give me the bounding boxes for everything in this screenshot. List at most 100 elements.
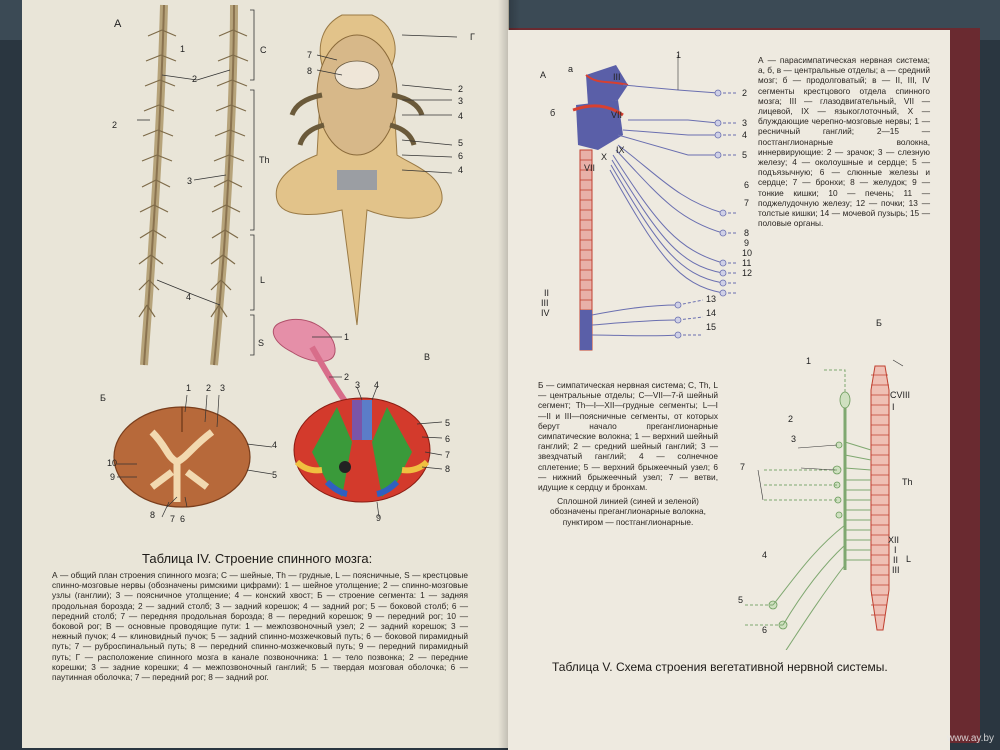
label-b5: 5	[272, 470, 278, 480]
label-g4b: 4	[458, 165, 464, 175]
r-label-4: 4	[742, 130, 748, 140]
label-S: S	[258, 338, 265, 348]
label-g3: 3	[458, 96, 464, 106]
label-g6: 6	[458, 151, 464, 161]
label-b6: 6	[180, 514, 186, 524]
r-label-s6: 6	[762, 625, 768, 635]
table-v-title: Таблица V. Схема строения вегетативной н…	[552, 660, 888, 674]
table-iv-title: Таблица IV. Строение спинного мозга:	[142, 551, 373, 566]
legend-sympathetic-text: Б — симпатическая нервная система; С, Th…	[538, 380, 718, 493]
r-label-7: 7	[744, 198, 750, 208]
label-B: Б	[100, 393, 106, 403]
label-A: А	[114, 18, 122, 30]
label-a2b: 2	[192, 74, 198, 84]
r-label-Th: Th	[902, 477, 913, 487]
label-v9: 9	[376, 513, 382, 523]
r-label-I: I	[892, 402, 895, 412]
r-label-LII: II	[893, 555, 899, 565]
r-label-L: L	[906, 554, 912, 564]
label-a4: 4	[186, 292, 192, 302]
label-b8: 8	[150, 510, 156, 520]
label-b9: 9	[110, 472, 116, 482]
legend-parasympathetic: А — парасимпатическая нервная система; а…	[758, 55, 930, 228]
left-page: А C Th L S 1 2 2 3 4 Г 7 8 2 3 4 5 6 4	[22, 0, 509, 748]
r-label-2: 2	[742, 88, 748, 98]
label-v6: 6	[445, 434, 451, 444]
r-label-12: 12	[742, 268, 753, 278]
label-C: C	[260, 45, 267, 55]
r-label-6: 6	[744, 180, 750, 190]
r-label-s2: 2	[788, 414, 794, 424]
table-iv-caption: А — общий план строения спинного мозга; …	[52, 570, 468, 682]
right-page: А а III б VII IX X VII II III IV 1 2 3 4…	[508, 30, 950, 750]
label-L: L	[260, 275, 266, 285]
label-G: Г	[470, 32, 475, 42]
r-label-VII2: VII	[584, 163, 596, 173]
label-a2: 2	[112, 120, 118, 130]
r-label-s5: 5	[738, 595, 744, 605]
r-label-A: А	[540, 70, 547, 80]
r-label-s7: 7	[740, 462, 746, 472]
r-label-10: 10	[742, 248, 753, 258]
r-label-VII: VII	[611, 110, 623, 120]
conduction-pathways-section	[272, 318, 443, 518]
r-label-5: 5	[742, 150, 748, 160]
r-label-X: X	[601, 152, 608, 162]
r-label-LI: I	[894, 545, 897, 555]
r-label-LIII: III	[892, 565, 900, 575]
label-a3: 3	[187, 176, 193, 186]
r-label-3: 3	[742, 118, 748, 128]
watermark: www.ay.by	[946, 733, 994, 744]
r-label-9: 9	[744, 238, 750, 248]
label-Th: Th	[259, 155, 270, 165]
segment-cross-section	[113, 394, 273, 518]
r-label-8: 8	[744, 228, 750, 238]
r-label-III: III	[613, 72, 621, 82]
label-a1: 1	[180, 44, 186, 54]
r-label-s3: 3	[791, 434, 797, 444]
r-label-b: б	[550, 108, 556, 118]
label-g4: 4	[458, 111, 464, 121]
vertebra-illustration	[275, 14, 458, 326]
label-v5: 5	[445, 418, 451, 428]
r-label-CVIII: CVIII	[890, 390, 911, 400]
r-label-15: 15	[706, 322, 717, 332]
parasympathetic-diagram	[572, 55, 738, 351]
r-label-s1: 1	[806, 356, 812, 366]
label-g2: 2	[458, 84, 464, 94]
r-label-s4: 4	[762, 550, 768, 560]
label-v1: 1	[344, 332, 350, 342]
label-b10: 10	[107, 458, 118, 468]
label-v8: 8	[445, 464, 451, 474]
r-label-a: а	[568, 64, 574, 74]
legend-parasympathetic-text: А — парасимпатическая нервная система; а…	[758, 55, 930, 229]
r-label-IV: IV	[541, 308, 550, 318]
spinal-cord-plan-illustration	[137, 4, 255, 366]
legend-sympathetic: Б — симпатическая нервная система; С, Th…	[538, 380, 718, 527]
r-label-II: II	[544, 288, 550, 298]
r-label-XII: XII	[888, 535, 900, 545]
r-label-13: 13	[706, 294, 717, 304]
label-b7: 7	[170, 514, 176, 524]
label-v3: 3	[355, 380, 361, 390]
sympathetic-diagram	[743, 359, 904, 650]
label-b3: 3	[220, 383, 226, 393]
r-label-III2: III	[541, 298, 549, 308]
label-b1: 1	[186, 383, 192, 393]
r-label-IX: IX	[616, 145, 625, 155]
label-g5: 5	[458, 138, 464, 148]
label-b2: 2	[206, 383, 212, 393]
table-iv-caption-text: А — общий план строения спинного мозга; …	[52, 570, 468, 683]
label-v4: 4	[374, 380, 380, 390]
label-v2: 2	[344, 372, 350, 382]
label-g8: 8	[307, 66, 313, 76]
legend-lines-text: Сплошной линией (синей и зеленой) обозна…	[550, 496, 706, 527]
label-g7: 7	[307, 50, 313, 60]
label-b4: 4	[272, 440, 278, 450]
label-V: В	[424, 352, 431, 362]
r-label-14: 14	[706, 308, 717, 318]
label-v7: 7	[445, 450, 451, 460]
r-label-1: 1	[676, 50, 682, 60]
r-label-B: Б	[876, 318, 882, 328]
r-label-11: 11	[742, 258, 752, 268]
